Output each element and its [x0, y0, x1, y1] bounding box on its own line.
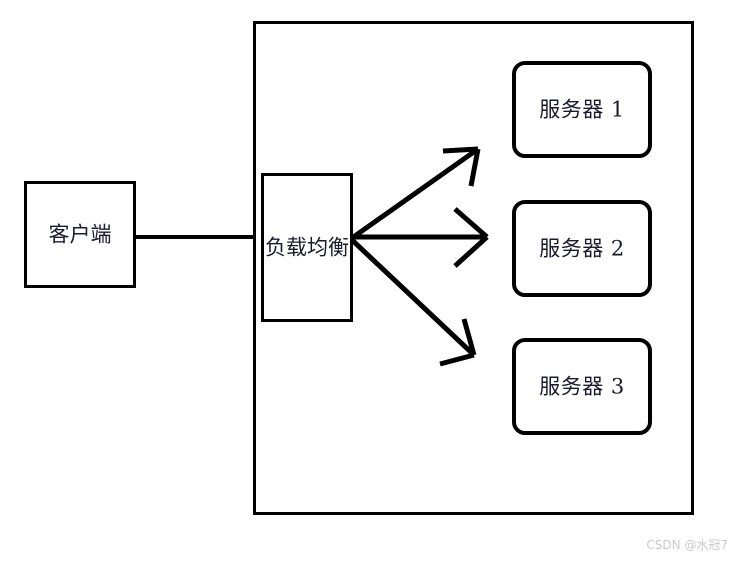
client-label: 客户端	[48, 222, 112, 246]
load-balancer-label: 负载均衡	[265, 235, 349, 259]
server-label-2: 服务器 2	[539, 236, 625, 260]
client-box: 客户端	[24, 181, 136, 288]
server-group-container	[253, 21, 694, 515]
server-box-3: 服务器 3	[512, 338, 652, 435]
watermark-text: CSDN @水冠7	[646, 538, 728, 552]
server-box-2: 服务器 2	[512, 200, 652, 297]
server-label-1: 服务器 1	[539, 97, 625, 121]
server-label-3: 服务器 3	[539, 374, 625, 398]
load-balancer-box: 负载均衡	[261, 173, 353, 322]
server-box-1: 服务器 1	[512, 61, 652, 158]
